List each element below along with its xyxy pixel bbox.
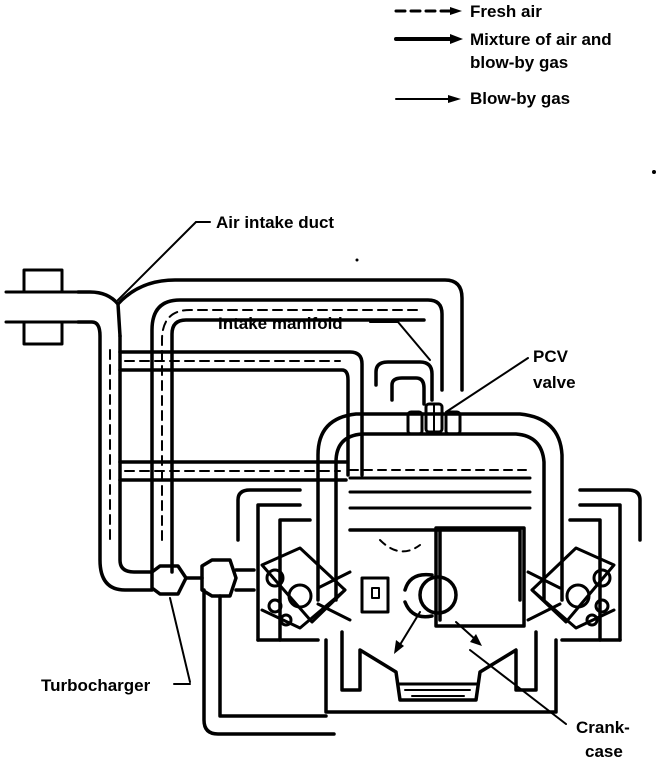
crankcase <box>324 611 558 714</box>
crankcase-label-line2: case <box>585 742 623 761</box>
legend-mixture-label-line2: blow-by gas <box>470 53 568 72</box>
valve-gear-left <box>260 546 352 630</box>
air-intake-duct <box>76 278 464 592</box>
valve-gear-right <box>526 546 616 630</box>
legend-mixture: Mixture of air and blow-by gas <box>394 30 612 72</box>
air-intake-duct-label: Air intake duct <box>216 213 334 232</box>
crankcase-label-line1: Crank- <box>576 718 630 737</box>
legend-fresh-air-label: Fresh air <box>470 2 542 21</box>
pcv-valve-label-line1: PCV <box>533 347 569 366</box>
speck <box>355 258 359 262</box>
air-inlet <box>4 268 80 346</box>
legend-blow-by: Blow-by gas <box>395 89 570 108</box>
legend: Fresh air Mixture of air and blow-by gas… <box>394 2 612 108</box>
legend-blow-by-label: Blow-by gas <box>470 89 570 108</box>
legend-mixture-label-line1: Mixture of air and <box>470 30 612 49</box>
intake-manifold-label: Intake manifold <box>218 314 343 333</box>
turbocharger <box>150 558 336 736</box>
cylinders <box>348 526 526 628</box>
speck <box>652 170 656 174</box>
engine-block <box>236 488 642 642</box>
cylinder-head <box>316 412 564 602</box>
leader-lines <box>117 221 567 725</box>
labels: Air intake duct Intake manifold PCV valv… <box>41 213 630 761</box>
turbocharger-label: Turbocharger <box>41 676 151 695</box>
intake-manifold <box>118 350 434 482</box>
legend-fresh-air: Fresh air <box>394 2 542 21</box>
pcv-valve-label-line2: valve <box>533 373 576 392</box>
